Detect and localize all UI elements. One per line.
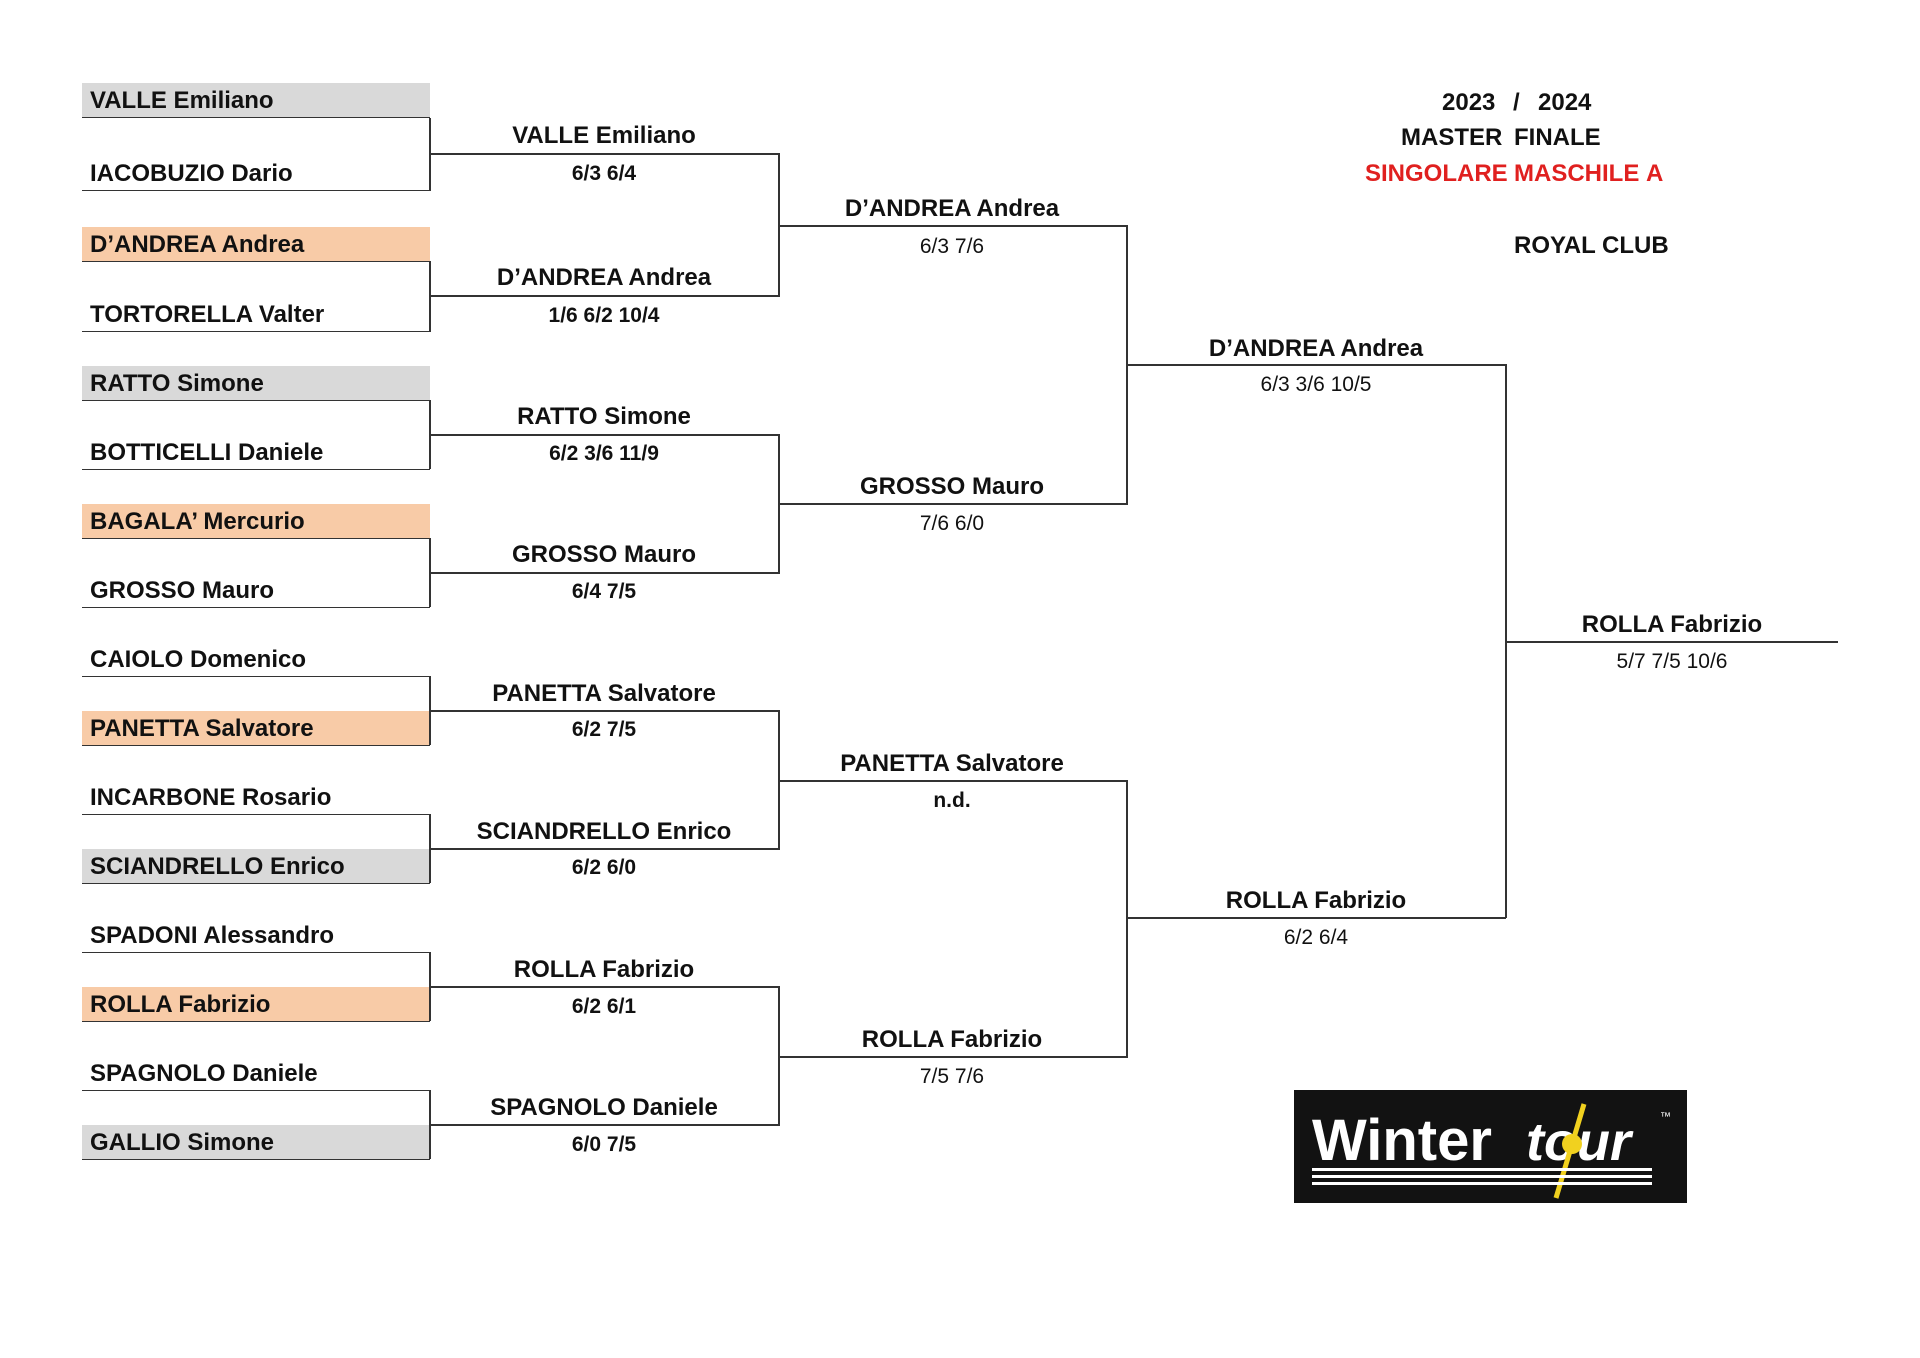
seed-player-5: RATTO Simone xyxy=(82,366,430,401)
seed-player-7: BAGALA’ Mercurio xyxy=(82,504,430,539)
r2-winner-4: ROLLA Fabrizio xyxy=(861,1026,1043,1053)
r1-score-8: 6/0 7/5 xyxy=(571,1133,637,1156)
final-line xyxy=(1505,641,1838,643)
r1-winner-7: ROLLA Fabrizio xyxy=(513,956,695,983)
category-letter: A xyxy=(1646,160,1664,187)
logo-text-winter: Winter xyxy=(1312,1108,1492,1173)
seed-player-4: TORTORELLA Valter xyxy=(82,297,430,332)
r2-line-3 xyxy=(778,780,1127,782)
r1-score-6: 6/2 6/0 xyxy=(571,856,637,879)
r1-score-4: 6/4 7/5 xyxy=(571,580,637,603)
r1-line-4 xyxy=(430,572,779,574)
r1-connector-6 xyxy=(429,814,431,883)
r2-winner-1: D’ANDREA Andrea xyxy=(844,195,1060,222)
seed-player-3: D’ANDREA Andrea xyxy=(82,227,430,262)
r1-line-5 xyxy=(430,710,779,712)
logo-trademark: ™ xyxy=(1660,1111,1671,1123)
seed-player-13: SPADONI Alessandro xyxy=(82,918,430,953)
label-finale: FINALE xyxy=(1514,124,1601,151)
r3-connector-2 xyxy=(1126,780,1128,1058)
r1-score-2: 1/6 6/2 10/4 xyxy=(548,304,660,327)
seed-player-16: GALLIO Simone xyxy=(82,1125,430,1160)
seed-player-1: VALLE Emiliano xyxy=(82,83,430,118)
r3-score-1: 6/3 3/6 10/5 xyxy=(1260,373,1372,396)
r1-winner-3: RATTO Simone xyxy=(517,403,691,430)
r1-connector-5 xyxy=(429,676,431,745)
r1-winner-4: GROSSO Mauro xyxy=(511,541,697,568)
r3-line-1 xyxy=(1126,364,1506,366)
r1-line-6 xyxy=(430,848,779,850)
r2-winner-3: PANETTA Salvatore xyxy=(840,750,1064,777)
seed-player-2: IACOBUZIO Dario xyxy=(82,156,430,191)
wintertour-logo: Winter tour ™ xyxy=(1294,1090,1687,1203)
r2-score-1: 6/3 7/6 xyxy=(919,235,985,258)
season-separator: / xyxy=(1513,89,1520,116)
r1-connector-4 xyxy=(429,538,431,607)
r2-score-2: 7/6 6/0 xyxy=(919,512,985,535)
r1-winner-8: SPAGNOLO Daniele xyxy=(490,1094,718,1121)
r3-winner-2: ROLLA Fabrizio xyxy=(1225,887,1407,914)
logo-stripe-1 xyxy=(1312,1168,1652,1171)
r1-score-3: 6/2 3/6 11/9 xyxy=(549,442,659,465)
logo-stripe-3 xyxy=(1312,1182,1652,1185)
r3-score-2: 6/2 6/4 xyxy=(1283,926,1349,949)
seed-player-14: ROLLA Fabrizio xyxy=(82,987,430,1022)
r1-connector-2 xyxy=(429,261,431,332)
club-name: ROYAL CLUB xyxy=(1514,232,1669,259)
season-end: 2024 xyxy=(1538,89,1592,116)
seed-player-12: SCIANDRELLO Enrico xyxy=(82,849,430,884)
logo-stripe-2 xyxy=(1312,1175,1652,1178)
champion-score: 5/7 7/5 10/6 xyxy=(1616,650,1728,673)
r1-line-1 xyxy=(430,153,779,155)
r1-connector-1 xyxy=(429,118,431,191)
season-start: 2023 xyxy=(1442,89,1496,116)
r2-line-2 xyxy=(778,503,1127,505)
r1-winner-6: SCIANDRELLO Enrico xyxy=(476,818,732,845)
r1-line-8 xyxy=(430,1124,779,1126)
r3-winner-1: D’ANDREA Andrea xyxy=(1208,335,1424,362)
r1-score-1: 6/3 6/4 xyxy=(571,162,637,185)
r3-line-2 xyxy=(1126,917,1506,919)
champion-name: ROLLA Fabrizio xyxy=(1581,611,1763,638)
r1-line-3 xyxy=(430,434,779,436)
r1-connector-7 xyxy=(429,952,431,1021)
seed-player-8: GROSSO Mauro xyxy=(82,573,430,608)
r2-score-4: 7/5 7/6 xyxy=(919,1065,985,1088)
r1-line-7 xyxy=(430,986,779,988)
r1-line-2 xyxy=(430,295,779,297)
r1-winner-1: VALLE Emiliano xyxy=(512,122,696,149)
r1-connector-3 xyxy=(429,400,431,469)
r2-line-1 xyxy=(778,225,1127,227)
r1-connector-8 xyxy=(429,1090,431,1159)
seed-player-11: INCARBONE Rosario xyxy=(82,780,430,815)
r2-winner-2: GROSSO Mauro xyxy=(859,473,1045,500)
r1-score-5: 6/2 7/5 xyxy=(571,718,637,741)
r1-score-7: 6/2 6/1 xyxy=(571,995,637,1018)
category-singolare: SINGOLARE xyxy=(1365,160,1508,187)
r1-winner-5: PANETTA Salvatore xyxy=(492,680,716,707)
seed-player-9: CAIOLO Domenico xyxy=(82,642,430,677)
category-maschile: MASCHILE xyxy=(1514,160,1640,187)
seed-player-15: SPAGNOLO Daniele xyxy=(82,1056,430,1091)
r2-line-4 xyxy=(778,1056,1127,1058)
seed-player-6: BOTTICELLI Daniele xyxy=(82,435,430,470)
seed-player-10: PANETTA Salvatore xyxy=(82,711,430,746)
r1-winner-2: D’ANDREA Andrea xyxy=(496,264,712,291)
label-master: MASTER xyxy=(1401,124,1503,151)
r2-score-3: n.d. xyxy=(933,789,971,812)
wintertour-logo-graphic: Winter tour ™ xyxy=(1312,1103,1671,1199)
